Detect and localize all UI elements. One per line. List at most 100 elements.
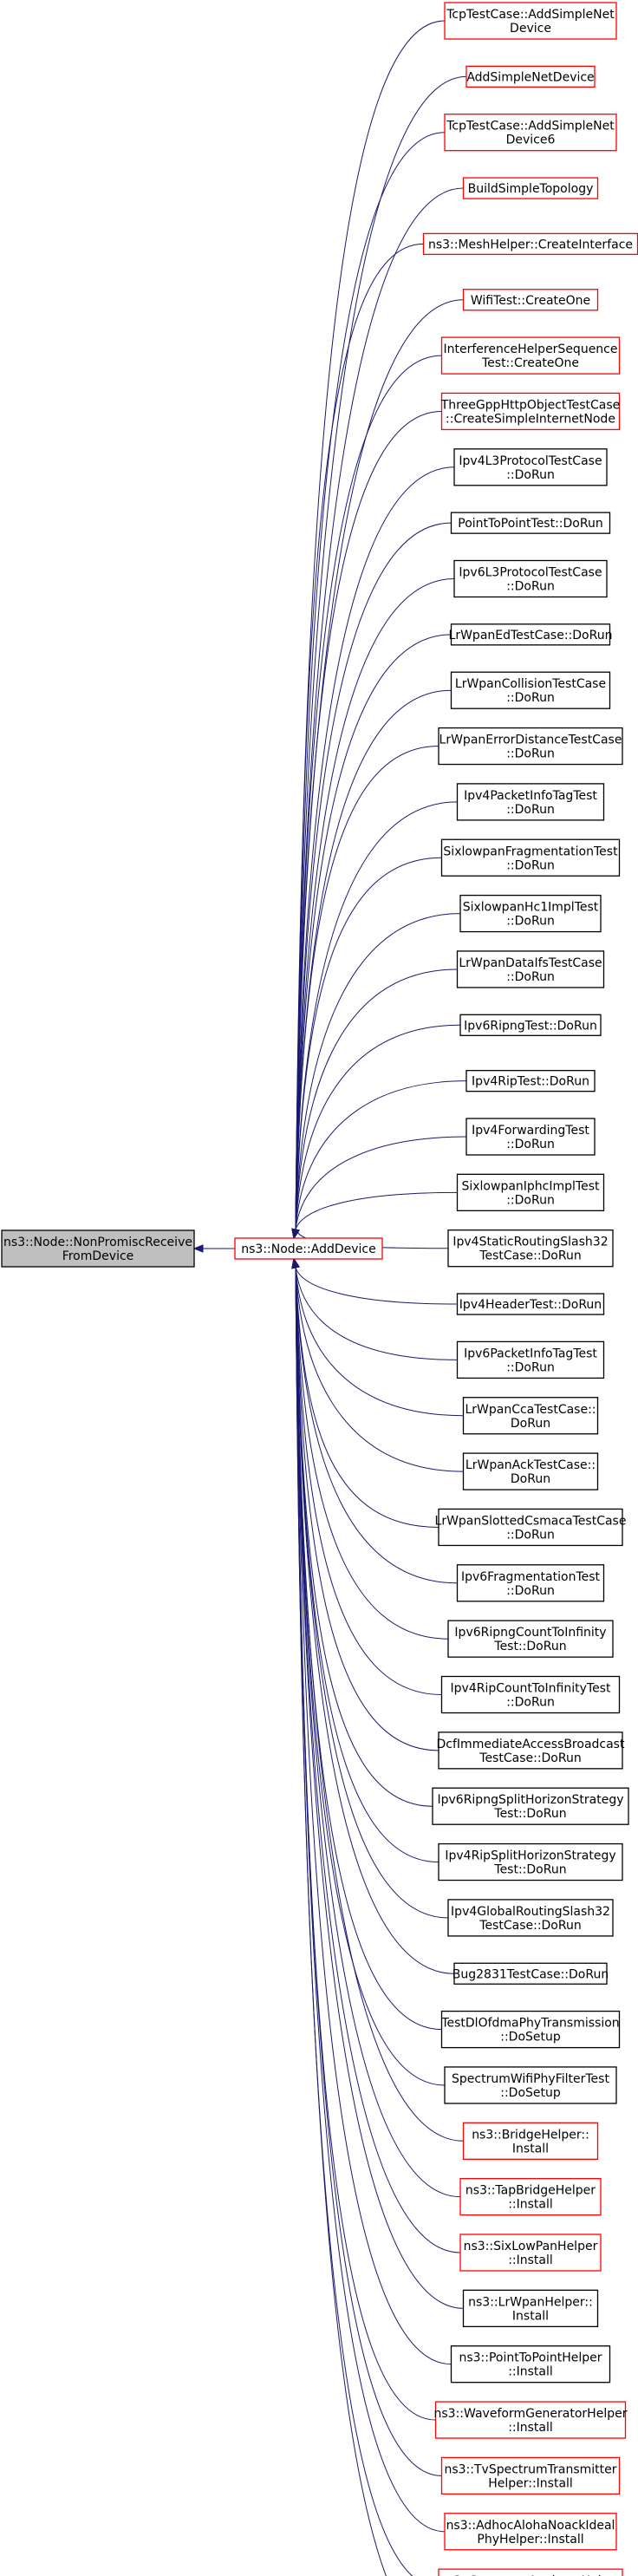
node-label-line: Test::CreateOne (481, 356, 579, 370)
edge-caller-to-hub (295, 968, 458, 1230)
node-label-line: ::DoRun (506, 1193, 555, 1207)
node-caller-spectrumwifiphyfiltertest-dosetup[interactable]: SpectrumWifiPhyFilterTest::DoSetup (444, 2066, 617, 2104)
node-label-line: Ipv4GlobalRoutingSlash32 (451, 1905, 610, 1919)
arrowhead (291, 1228, 300, 1240)
node-hub-ns3-node-adddevice[interactable]: ns3::Node::AddDevice (234, 1237, 383, 1260)
node-caller-ipv4ripcounttoinfinitytest-dorun[interactable]: Ipv4RipCountToInfinityTest::DoRun (440, 1675, 621, 1714)
node-label-line: ns3::MeshHelper::CreateInterface (428, 238, 633, 251)
node-box (444, 114, 617, 152)
node-label-line: ::DoRun (506, 1360, 555, 1374)
node-label-line: ::Install (508, 2365, 553, 2379)
node-caller-lrwpandataifstestcase-dorun[interactable]: LrWpanDataIfsTestCase::DoRun (456, 950, 605, 988)
node-caller-ns3-meshhelper-createinterface[interactable]: ns3::MeshHelper::CreateInterface (422, 232, 638, 256)
node-caller-interferencehelpersequencetest-createone[interactable]: InterferenceHelperSequenceTest::CreateOn… (440, 336, 621, 375)
edge-caller-to-hub (295, 1267, 458, 1584)
edge-caller-to-hub (295, 1267, 446, 2086)
node-caller-ipv4l3protocoltestcase-dorun[interactable]: Ipv4L3ProtocolTestCase::DoRun (453, 448, 608, 486)
node-label-line: SpectrumWifiPhyFilterTest (452, 2072, 609, 2086)
node-caller-ns3-bridgehelper-install[interactable]: ns3::BridgeHelper::Install (462, 2122, 599, 2160)
node-label-line: TestCase::DoRun (478, 1919, 581, 1933)
node-caller-lrwpancollisiontestcase-dorun[interactable]: LrWpanCollisionTestCase::DoRun (450, 671, 611, 709)
node-label-line: ::DoRun (506, 747, 555, 761)
node-label-line: ::DoRun (506, 858, 555, 872)
node-box (447, 1620, 614, 1658)
node-caller-ns3-tvspectrumtransmitterhelper-install[interactable]: ns3::TvSpectrumTransmitterHelper::Instal… (440, 2456, 621, 2495)
node-label-line: TestDlOfdmaPhyTransmission (440, 2017, 619, 2031)
node-box (456, 1340, 605, 1379)
node-label-line: ::DoRun (506, 468, 555, 482)
node-label-line: Ipv4StaticRoutingSlash32 (452, 1236, 608, 1249)
node-box (456, 783, 605, 821)
node-label-line: ns3::LrWpanHelper:: (468, 2295, 593, 2309)
node-box (438, 1842, 623, 1881)
node-caller-sixlowpaniphcimpltest-dorun[interactable]: SixlowpanIphcImplTest::DoRun (456, 1173, 605, 1211)
edge-caller-to-hub (295, 1267, 442, 1695)
node-label-line: ::DoSetup (500, 2086, 561, 2100)
node-label-line: DoRun (511, 1472, 550, 1486)
node-label-line: ::DoRun (506, 1696, 555, 1710)
node-label-line: DcfImmediateAccessBroadcast (437, 1738, 625, 1751)
node-caller-bug2831testcase-dorun[interactable]: Bug2831TestCase::DoRun (452, 1962, 609, 1985)
node-caller-wifitest-createone[interactable]: WifiTest::CreateOne (462, 289, 599, 311)
node-caller-buildsimpletopology[interactable]: BuildSimpleTopology (462, 177, 599, 199)
node-box (462, 2289, 599, 2328)
node-caller-ipv6l3protocoltestcase-dorun[interactable]: Ipv6L3ProtocolTestCase::DoRun (453, 559, 608, 598)
node-caller-threegpphttpobjecttestcase-createsimpleinternetnode[interactable]: ThreeGppHttpObjectTestCase::CreateSimple… (440, 392, 621, 431)
node-caller-ipv6ripngtest-dorun[interactable]: Ipv6RipngTest::DoRun (459, 1014, 602, 1036)
node-label-line: TestCase::DoRun (478, 1751, 581, 1765)
node-caller-ns3-waveformgeneratorhelper-install[interactable]: ns3::WaveformGeneratorHelper::Install (434, 2401, 628, 2439)
node-caller-addsimplenetdevice[interactable]: AddSimpleNetDevice (465, 65, 596, 88)
node-caller-dcfimmediateaccessbroadcasttestcase-dorun[interactable]: DcfImmediateAccessBroadcastTestCase::DoR… (437, 1731, 625, 1770)
node-caller-lrwpanacktestcase-dorun[interactable]: LrWpanAckTestCase::DoRun (462, 1452, 599, 1490)
node-caller-testdlofdmaphytransmission-dosetup[interactable]: TestDlOfdmaPhyTransmission::DoSetup (440, 2010, 621, 2049)
node-caller-ns3-pointtopointhelper-install[interactable]: ns3::PointToPointHelper::Install (450, 2345, 611, 2384)
node-label-line: SixlowpanHc1ImplTest (463, 901, 599, 915)
node-caller-sixlowpanhc1impltest-dorun[interactable]: SixlowpanHc1ImplTest::DoRun (459, 894, 602, 933)
edge-caller-to-hub (295, 132, 446, 1230)
edge-caller-to-hub (295, 1267, 413, 2576)
node-label-line: Test::DoRun (493, 1807, 566, 1821)
arrowhead (192, 1244, 204, 1253)
node-box (453, 1962, 608, 1985)
node-caller-ipv6packetinfotagtest-dorun[interactable]: Ipv6PacketInfoTagTest::DoRun (456, 1340, 605, 1379)
edges-layer (192, 20, 467, 2576)
edge-caller-to-hub (295, 913, 461, 1230)
node-caller-ipv4forwardingtest-dorun[interactable]: Ipv4ForwardingTest::DoRun (465, 1118, 596, 1156)
node-caller-sixlowpanfragmentationtest-dorun[interactable]: SixlowpanFragmentationTest::DoRun (440, 838, 621, 877)
node-label-line: Ipv6PacketInfoTagTest (464, 1347, 597, 1360)
node-caller-lrwpanccatestcase-dorun[interactable]: LrWpanCcaTestCase::DoRun (462, 1397, 599, 1435)
edge-caller-to-hub (295, 857, 442, 1230)
node-caller-ns3-lrwpanhelper-install[interactable]: ns3::LrWpanHelper::Install (462, 2289, 599, 2328)
node-caller-lrwpanslottedcsmacatestcase-dorun[interactable]: LrWpanSlottedCsmacaTestCase::DoRun (435, 1508, 627, 1547)
node-caller-ipv4packetinfotagtest-dorun[interactable]: Ipv4PacketInfoTagTest::DoRun (456, 783, 605, 821)
node-caller-lrwpanedtestcase-dorun[interactable]: LrWpanEdTestCase::DoRun (449, 623, 613, 646)
node-caller-ipv4headertest-dorun[interactable]: Ipv4HeaderTest::DoRun (456, 1293, 605, 1315)
node-caller-ns3-spectrumanalyzerhelper-install[interactable]: ns3::SpectrumAnalyzerHelper::Install (438, 2568, 623, 2576)
node-label-line: Ipv4PacketInfoTagTest (464, 789, 597, 803)
node-box (440, 838, 621, 877)
node-caller-ns3-sixlowpanhelper-install[interactable]: ns3::SixLowPanHelper::Install (459, 2234, 602, 2272)
edge-caller-to-hub (295, 1267, 458, 1360)
node-label-line: LrWpanCollisionTestCase (455, 677, 606, 691)
node-label-line: ns3::TvSpectrumTransmitter (444, 2462, 616, 2476)
node-box (444, 2, 617, 40)
node-caller-tcptestcase-addsimplenetdevice[interactable]: TcpTestCase::AddSimpleNetDevice (444, 2, 617, 40)
edge-caller-to-hub (295, 1267, 446, 2533)
node-caller-pointtopointtest-dorun[interactable]: PointToPointTest::DoRun (450, 512, 611, 534)
node-label-line: Ipv6RipngTest::DoRun (464, 1019, 597, 1033)
node-caller-ns3-adhocalohanoackidealphyhelper-install[interactable]: ns3::AdhocAlohaNoackIdealPhyHelper::Inst… (444, 2513, 617, 2551)
node-box (459, 2234, 602, 2272)
node-caller-lrwpanerrordistancetestcase-dorun[interactable]: LrWpanErrorDistanceTestCase::DoRun (438, 727, 623, 766)
node-box (447, 1229, 614, 1268)
node-caller-ipv6fragmentationtest-dorun[interactable]: Ipv6FragmentationTest::DoRun (456, 1564, 605, 1602)
node-label-line: Device6 (506, 134, 556, 147)
node-caller-ns3-tapbridgehelper-install[interactable]: ns3::TapBridgeHelper::Install (459, 2177, 602, 2216)
node-caller-ipv4riptest-dorun[interactable]: Ipv4RipTest::DoRun (465, 1070, 596, 1092)
